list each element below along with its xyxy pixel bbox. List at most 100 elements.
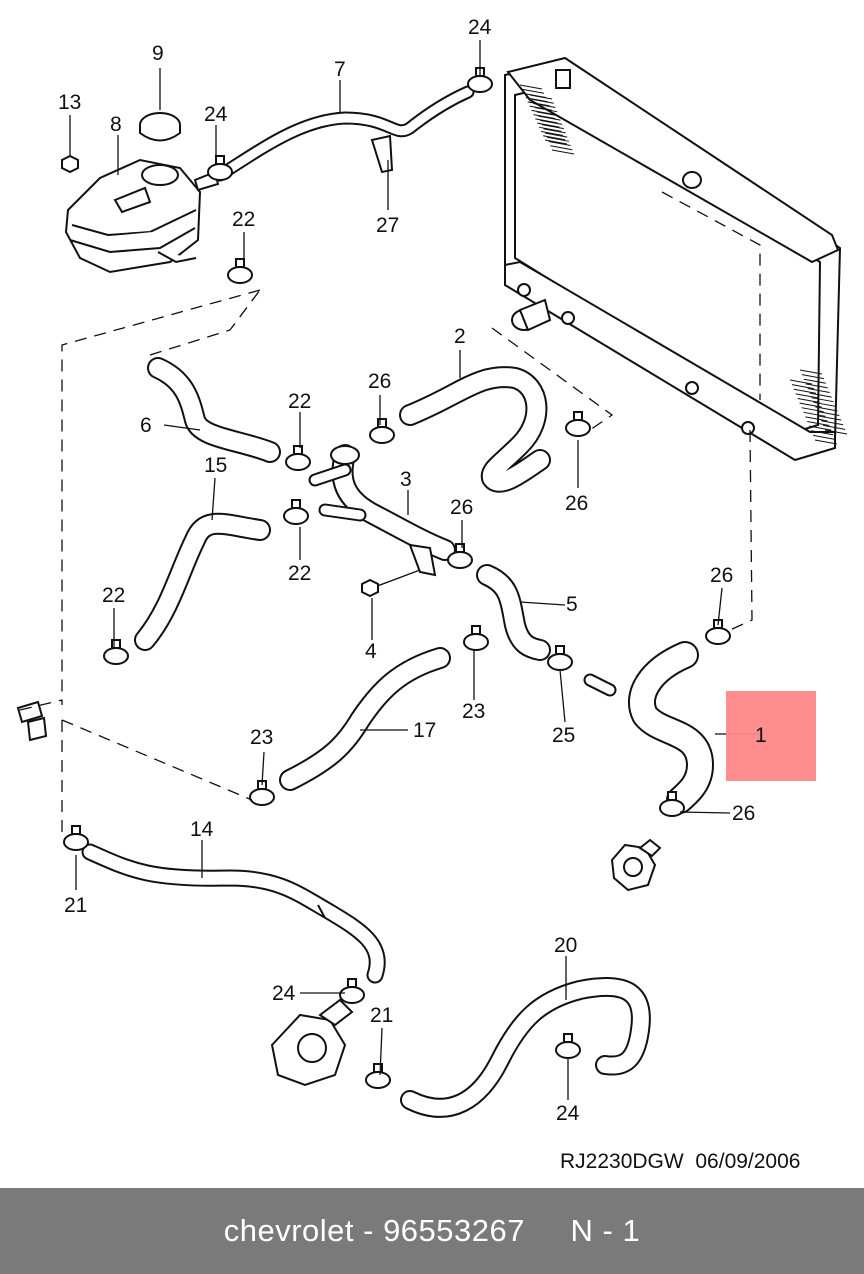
- callout-20: 20: [554, 934, 577, 957]
- fin-line: [807, 421, 830, 427]
- callout-21a: 21: [64, 894, 87, 917]
- callout-26c: 26: [565, 492, 588, 515]
- hose-7: [193, 85, 475, 192]
- fin-line: [529, 94, 553, 100]
- callout-1: 1: [755, 724, 767, 747]
- fin-line: [529, 105, 552, 111]
- drawing-code: RJ2230DGW 06/09/2006: [560, 1150, 801, 1173]
- hose-clamp: [249, 788, 275, 806]
- pipe-left: [16, 700, 48, 742]
- hose-clamp: [705, 627, 731, 645]
- fin-line: [801, 374, 825, 380]
- hose-1: [628, 641, 714, 814]
- clamp-tab: [667, 791, 677, 801]
- fin-line: [531, 109, 554, 115]
- fin-line: [821, 420, 844, 426]
- hose-clamp: [547, 653, 573, 671]
- clamp-tab: [555, 645, 565, 655]
- fin-line: [537, 122, 560, 128]
- callout-24b: 24: [204, 103, 228, 126]
- fin-line: [542, 135, 566, 141]
- fin-line: [805, 416, 828, 422]
- fin-line: [819, 415, 842, 421]
- hose-clamp: [285, 453, 311, 471]
- callout-3: 3: [400, 468, 412, 491]
- expansion-tank: [64, 158, 202, 274]
- clamp-tab: [291, 499, 301, 509]
- fin-line: [793, 388, 816, 394]
- hose-clamp: [463, 633, 489, 651]
- fin-line: [789, 379, 813, 385]
- fin-line: [536, 111, 559, 117]
- bracket: [370, 134, 394, 174]
- fin-line: [540, 119, 563, 125]
- hose-clamp: [283, 507, 309, 525]
- hose-clamp: [63, 833, 89, 851]
- callout-5: 5: [566, 593, 578, 616]
- fin-line: [546, 136, 570, 142]
- footer-bar: chevrolet - 96553267 N - 1: [0, 1188, 864, 1274]
- callout-15: 15: [204, 454, 227, 477]
- clamp-tab: [111, 639, 121, 649]
- callout-22b: 22: [288, 390, 311, 413]
- callout-27: 27: [376, 214, 399, 237]
- hose-clamp: [103, 647, 129, 665]
- fin-line: [791, 384, 815, 390]
- callout-26e: 26: [732, 802, 755, 825]
- clamp-tab: [373, 1063, 383, 1073]
- radiator-fins: [519, 84, 848, 445]
- callout-24d: 24: [556, 1102, 580, 1125]
- fin-line: [548, 141, 571, 147]
- fin-line: [541, 124, 564, 130]
- callout-24c: 24: [272, 982, 296, 1005]
- fin-line: [551, 149, 575, 155]
- fin-line: [824, 429, 848, 435]
- callout-22d: 22: [102, 584, 125, 607]
- hose-clamp: [659, 799, 685, 817]
- callout-14: 14: [190, 818, 214, 841]
- nut: [61, 154, 79, 174]
- hose-20: [400, 976, 651, 1118]
- fin-line: [544, 139, 568, 145]
- fin-line: [545, 132, 568, 138]
- callout-17: 17: [413, 719, 436, 742]
- fin-line: [795, 393, 818, 399]
- fin-line: [541, 131, 564, 137]
- fin-line: [811, 397, 834, 403]
- clamp-tab: [573, 411, 583, 421]
- hose-clamp: [555, 1041, 581, 1059]
- hose-clamp: [227, 266, 253, 284]
- fin-line: [811, 430, 834, 436]
- fin-line: [814, 439, 838, 445]
- fin-line: [822, 424, 846, 430]
- fin-line: [534, 107, 558, 113]
- clamp-tab: [455, 543, 465, 553]
- hose-clamp: [467, 75, 493, 93]
- pressure-cap: [139, 112, 181, 142]
- callout-26d: 26: [710, 564, 733, 587]
- clamp-tab: [471, 625, 481, 635]
- pipe-stub: [583, 673, 617, 697]
- callout-7: 7: [334, 58, 346, 81]
- fin-line: [538, 115, 561, 121]
- bolt: [361, 569, 421, 598]
- radiator: [504, 56, 848, 462]
- fin-line: [550, 145, 573, 151]
- clamp-tab: [347, 978, 357, 988]
- hose-clamp: [447, 551, 473, 569]
- fin-line: [803, 411, 826, 417]
- fin-line: [531, 98, 554, 104]
- fin-line: [805, 383, 828, 389]
- clamp-tab: [293, 445, 303, 455]
- hose-clamp: [207, 163, 233, 181]
- hose-17: [279, 647, 451, 791]
- callout-9: 9: [152, 42, 164, 65]
- callout-23a: 23: [462, 700, 485, 723]
- callout-23b: 23: [250, 726, 273, 749]
- fin-line: [543, 128, 566, 134]
- throttle-body: [270, 998, 354, 1087]
- fin-line: [813, 401, 836, 407]
- fin-line: [812, 434, 836, 440]
- callout-24a: 24: [468, 16, 492, 39]
- callout-8: 8: [110, 113, 122, 136]
